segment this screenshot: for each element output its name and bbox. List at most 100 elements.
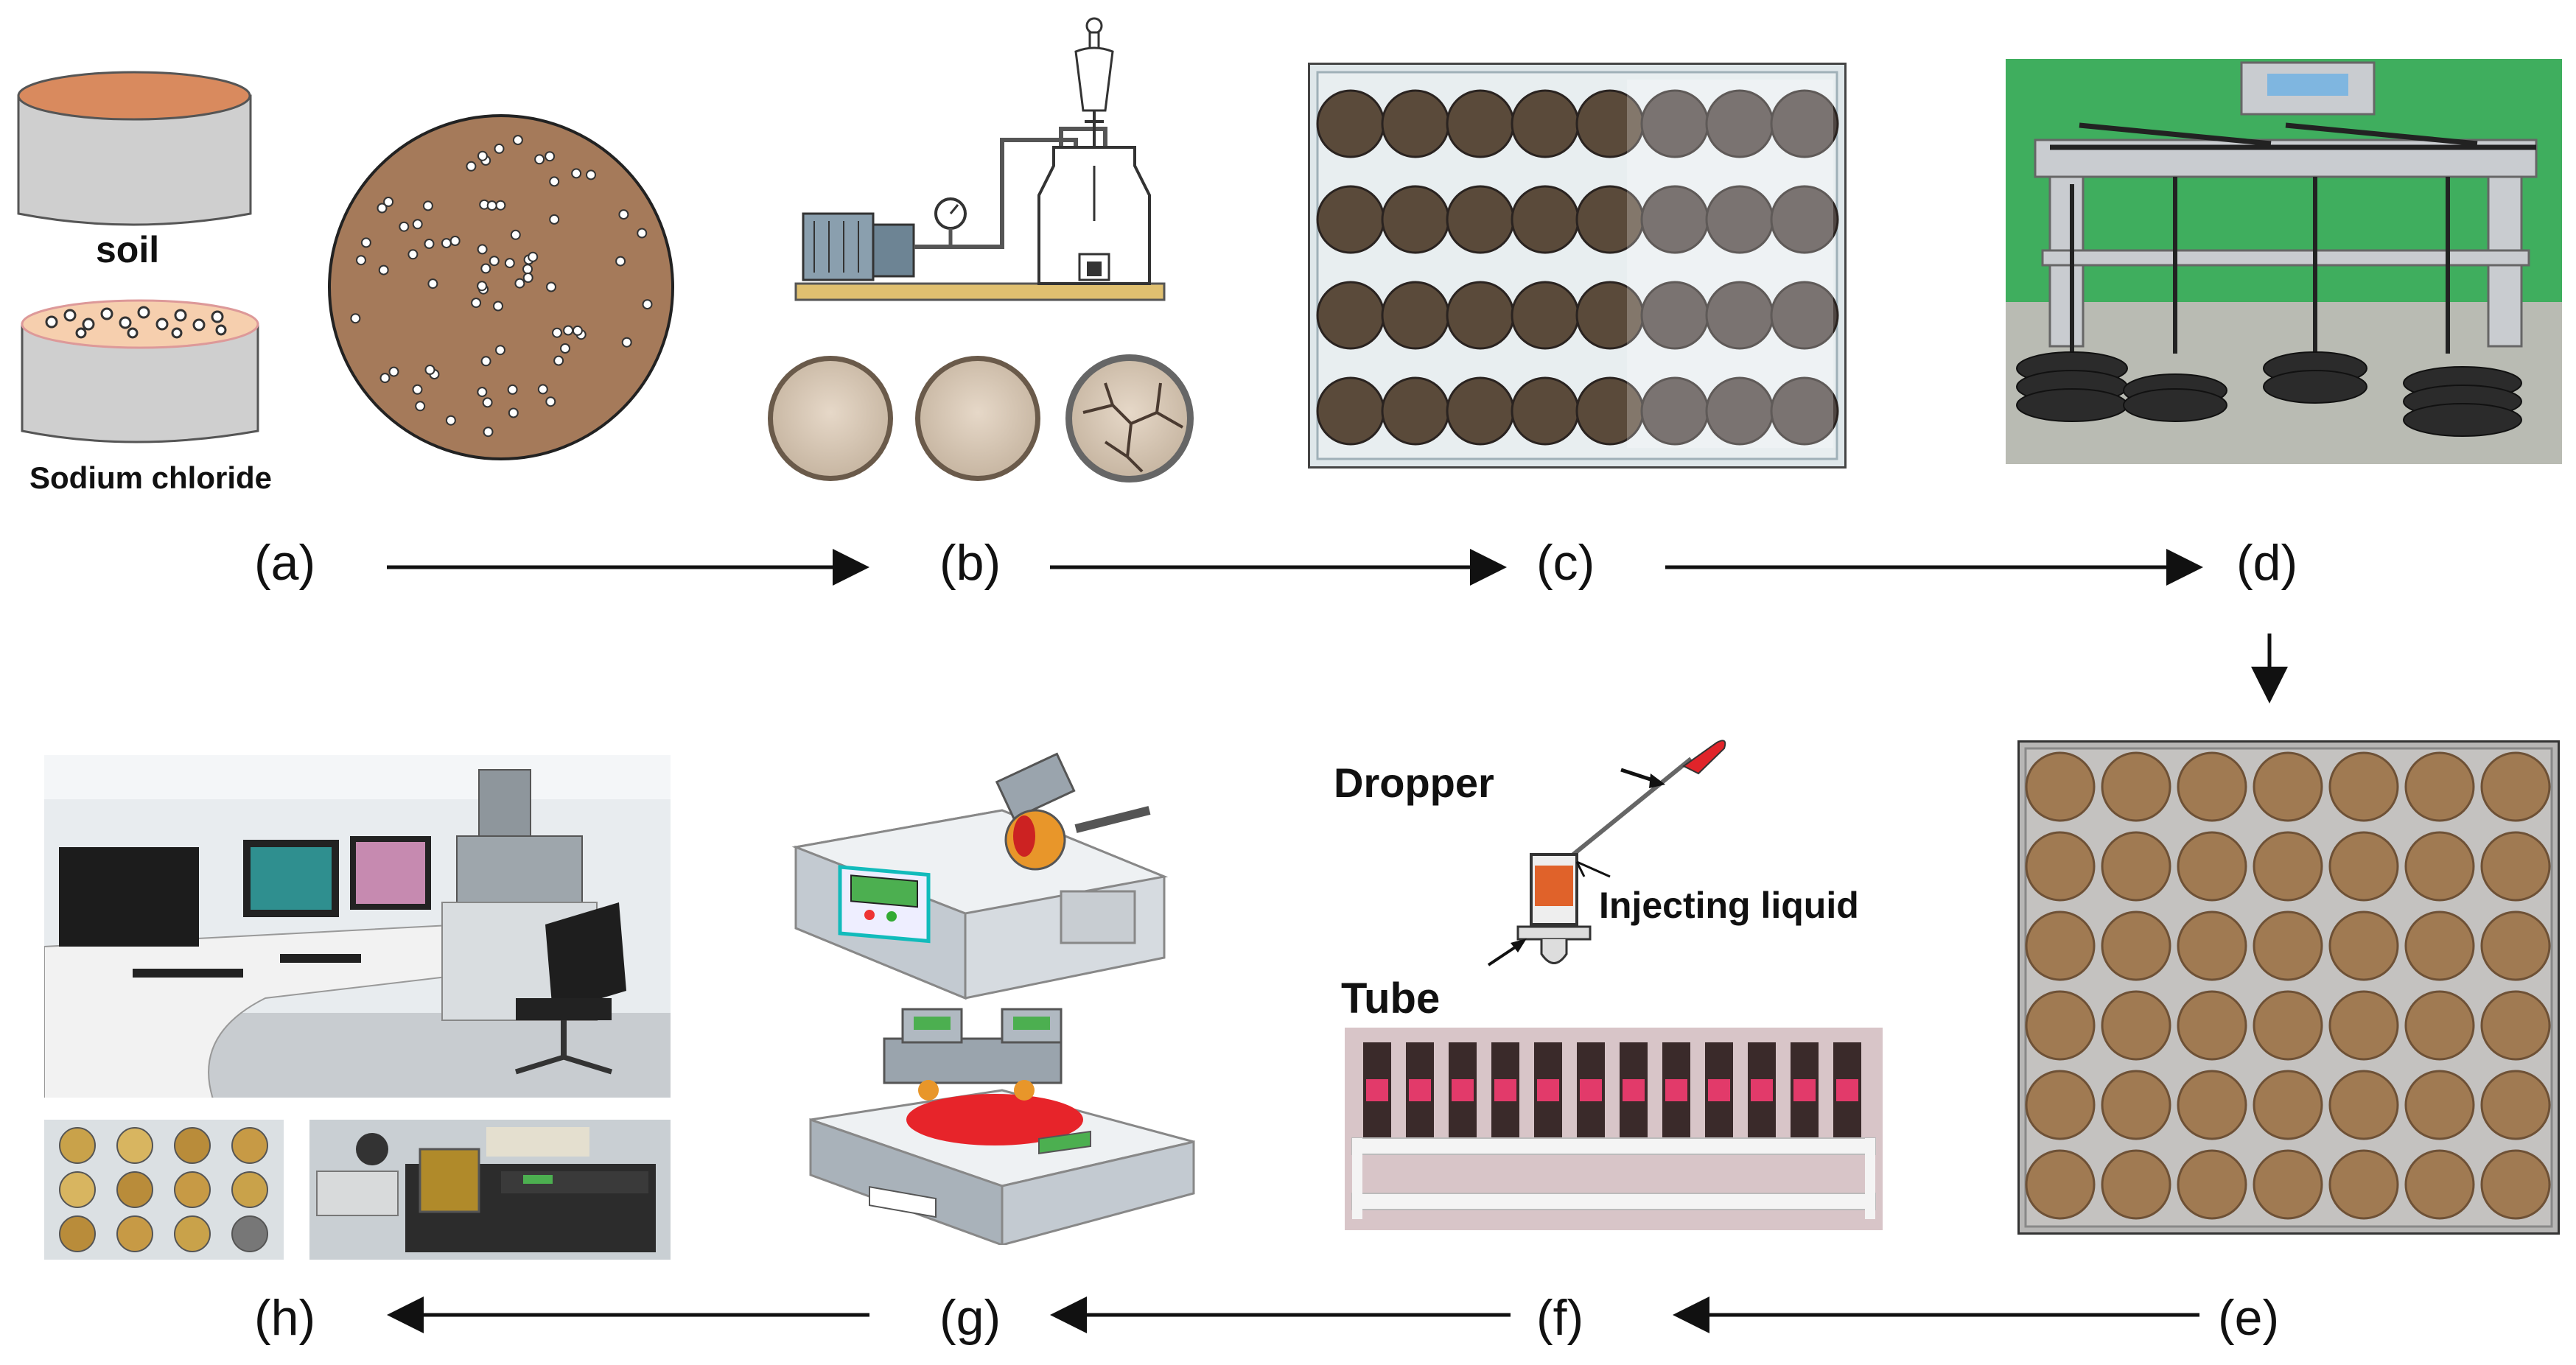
salt-particle <box>508 407 519 418</box>
cutting-machine-icon <box>791 752 1169 1000</box>
dried-sample-disc <box>2025 990 2096 1061</box>
dried-sample-disc <box>2480 831 2551 902</box>
dried-sample-disc <box>2025 1070 2096 1140</box>
tube-label: Tube <box>1341 975 1441 1022</box>
salt-particle <box>441 238 452 249</box>
consolidation-apparatus-photo <box>2006 59 2562 464</box>
dried-sample-disc <box>2480 751 2551 822</box>
salt-particle <box>495 345 505 356</box>
dried-sample-disc <box>2328 910 2399 981</box>
salt-particle <box>507 384 518 395</box>
dried-sample-disc <box>2253 1149 2323 1220</box>
dried-sample-disc <box>2177 751 2247 822</box>
salt-particle <box>471 298 482 309</box>
sodium-chloride-label: Sodium chloride <box>29 460 273 495</box>
step-label-d: (d) <box>2236 535 2298 591</box>
dried-sample-disc <box>2177 910 2247 981</box>
coated-sample <box>174 1215 211 1252</box>
dried-sample-disc <box>2328 990 2399 1061</box>
salt-particle <box>480 263 491 274</box>
coated-sample <box>116 1127 153 1164</box>
sputter-coater-photo <box>309 1120 671 1260</box>
dropper-label: Dropper <box>1334 759 1494 806</box>
dried-sample-disc <box>2404 1070 2475 1140</box>
salt-particle <box>618 209 629 220</box>
coated-sample <box>174 1171 211 1208</box>
salt-particle <box>483 427 494 438</box>
salt-particle <box>512 135 523 146</box>
salt-particle <box>377 203 388 214</box>
salt-particle <box>621 337 632 348</box>
dried-sample-disc <box>2101 751 2171 822</box>
salt-particle <box>560 343 570 354</box>
salt-particle <box>494 143 505 154</box>
salt-particle <box>552 327 562 338</box>
salt-particle <box>571 168 582 179</box>
monitor-icon <box>59 836 431 947</box>
salt-particle <box>537 384 548 395</box>
salt-particle <box>412 219 423 230</box>
pressure-gauge-icon <box>934 197 967 247</box>
salt-particle <box>412 384 423 395</box>
dried-sample-disc <box>2328 1070 2399 1140</box>
salt-particle <box>504 258 515 269</box>
specimen-discs-b <box>759 354 1201 483</box>
salt-particle <box>378 264 389 276</box>
salt-particle <box>482 397 493 408</box>
coated-sample <box>59 1215 96 1252</box>
coated-samples-photo <box>44 1120 284 1260</box>
salt-particle <box>356 255 366 266</box>
office-chair-icon <box>514 902 626 1075</box>
sem-lab-photo <box>44 755 671 1098</box>
coated-sample <box>231 1171 268 1208</box>
salt-particle <box>510 229 521 240</box>
salt-particle <box>637 228 648 239</box>
salt-particle <box>549 176 560 187</box>
salt-particle <box>445 415 456 426</box>
dried-sample-disc <box>2480 990 2551 1061</box>
specimen-disc-1 <box>768 356 893 481</box>
salt-particle <box>388 366 399 377</box>
dried-sample-disc <box>2328 751 2399 822</box>
salt-particle <box>427 278 438 290</box>
salt-particle <box>642 299 653 310</box>
dried-sample-disc <box>2328 1149 2399 1220</box>
salt-particle <box>424 365 435 375</box>
dried-sample-disc <box>2253 831 2323 902</box>
specimen-disc-cracked <box>1065 354 1194 483</box>
dried-sample-disc <box>2404 1149 2475 1220</box>
wrapped-sample-disc <box>1770 89 1839 158</box>
dried-sample-disc <box>2404 910 2475 981</box>
specimen-disc-2 <box>915 356 1040 481</box>
salt-particle <box>360 237 371 248</box>
dried-sample-disc <box>2177 1149 2247 1220</box>
salt-particle <box>534 154 545 165</box>
test-tube-icon <box>1516 853 1592 964</box>
salt-particle <box>480 356 491 367</box>
coated-sample <box>116 1171 153 1208</box>
step-label-g: (g) <box>939 1290 1001 1346</box>
salt-particle <box>407 249 419 260</box>
step-label-c: (c) <box>1536 535 1595 591</box>
soil-and-salt-containers <box>17 71 259 443</box>
wrapped-sample-disc <box>1770 281 1839 350</box>
salt-particle <box>424 239 435 249</box>
dried-samples-tray-photo <box>2017 740 2560 1235</box>
dried-sample-disc <box>2025 831 2096 902</box>
salt-particle <box>489 256 500 267</box>
dried-sample-disc <box>2404 831 2475 902</box>
separating-funnel-icon <box>1074 17 1114 147</box>
salt-particle <box>486 200 497 211</box>
coated-sample <box>59 1127 96 1164</box>
salt-particle <box>514 278 525 289</box>
wrapped-samples-tray-photo <box>1308 63 1847 469</box>
vacuum-saturation-apparatus <box>794 17 1166 301</box>
load-weights-icon <box>2016 351 2522 437</box>
dried-sample-disc <box>2101 1070 2171 1140</box>
mixed-soil-disc <box>324 110 678 464</box>
tube-rack-photo <box>1345 1028 1883 1230</box>
wrapped-sample-disc <box>1770 185 1839 254</box>
panel-a <box>0 0 346 516</box>
salt-particle <box>549 214 560 225</box>
salt-particle <box>586 169 596 180</box>
